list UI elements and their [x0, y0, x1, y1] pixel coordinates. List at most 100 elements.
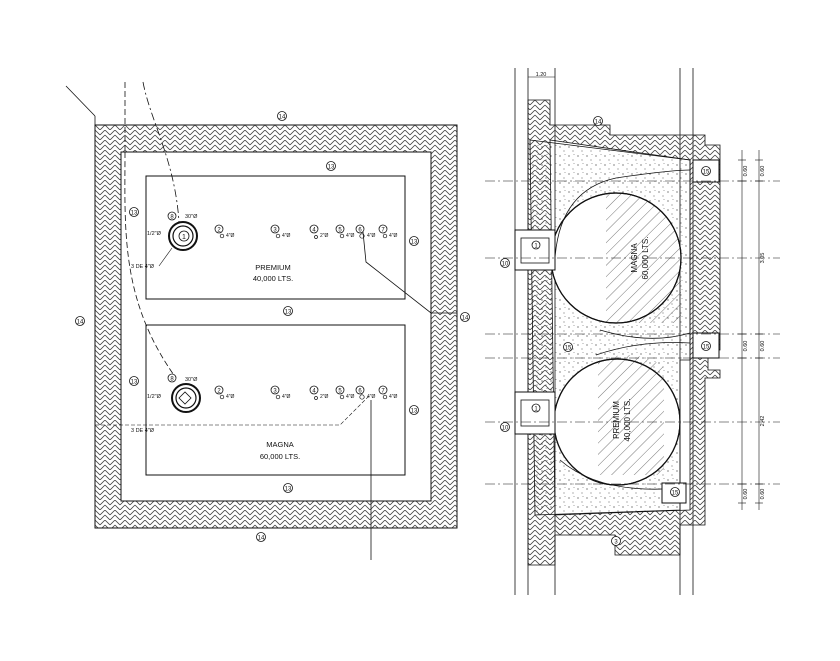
svg-text:30"Ø: 30"Ø: [185, 214, 198, 220]
svg-text:0.60: 0.60: [743, 341, 749, 352]
plan-label-outer-left: 14: [75, 316, 85, 326]
section-label-anchor-bottom: 15: [670, 487, 680, 497]
svg-text:4"Ø: 4"Ø: [346, 233, 355, 239]
svg-text:2"Ø: 2"Ø: [320, 394, 329, 400]
svg-text:14: 14: [462, 316, 469, 322]
svg-text:4"Ø: 4"Ø: [282, 394, 291, 400]
plan-label-liner-right-2: 13: [409, 405, 419, 415]
plan-label-liner-top: 13: [326, 161, 336, 171]
svg-text:40,000 LTS.: 40,000 LTS.: [623, 399, 632, 442]
svg-text:PREMIUM: PREMIUM: [255, 263, 290, 272]
svg-text:13: 13: [328, 165, 335, 171]
svg-text:MAGNA: MAGNA: [630, 243, 639, 273]
section-label-left-a: 10: [500, 258, 510, 268]
section-label-base: 3: [611, 536, 621, 546]
svg-text:60,000 LTS.: 60,000 LTS.: [260, 452, 300, 461]
section-riser-top: 1: [514, 229, 556, 271]
svg-text:0.60: 0.60: [760, 489, 766, 500]
plan-outer-wall: [94, 124, 458, 529]
plan-leader-14: [362, 231, 457, 314]
plan-label-liner-bottom: 13: [283, 483, 293, 493]
svg-text:0.60: 0.60: [743, 166, 749, 177]
svg-text:15: 15: [703, 170, 710, 176]
plan-pipe-route-2: [142, 81, 180, 223]
section-label-mid: 15: [563, 342, 573, 352]
svg-text:2: 2: [217, 228, 221, 234]
plan-pipe-route-3: [95, 394, 371, 426]
svg-text:1/2"Ø: 1/2"Ø: [147, 231, 162, 237]
plan-fittings-premium: 2 4"Ø 3 4"Ø 4 2"Ø 5 4"Ø 6 4"Ø 7 4"Ø: [214, 224, 398, 239]
svg-text:15: 15: [672, 491, 679, 497]
svg-text:3 DE 4"Ø: 3 DE 4"Ø: [131, 264, 155, 270]
svg-text:1: 1: [534, 407, 538, 413]
svg-text:4"Ø: 4"Ø: [226, 233, 235, 239]
plan-label-outer-top: 14: [277, 111, 287, 121]
svg-text:8: 8: [170, 377, 174, 383]
plan-view: 14 14 14 14 13 13 13 13: [65, 81, 470, 560]
svg-text:8: 8: [170, 215, 174, 221]
plan-manhole-premium: 1 8 30"Ø 1/2"Ø 3 DE 4"Ø: [131, 211, 198, 270]
svg-text:4"Ø: 4"Ø: [346, 394, 355, 400]
svg-text:3: 3: [273, 389, 277, 395]
svg-text:4"Ø: 4"Ø: [367, 233, 376, 239]
svg-text:10: 10: [502, 426, 509, 432]
section-view: 1.20 MAGNA 60,000 LTS. PREMIUM 40,000 LT…: [485, 68, 780, 595]
svg-text:3.05: 3.05: [760, 253, 766, 264]
svg-text:15: 15: [565, 346, 572, 352]
svg-text:4: 4: [312, 228, 316, 234]
svg-text:PREMIUM: PREMIUM: [612, 401, 621, 439]
svg-text:7: 7: [381, 228, 385, 234]
section-dim-values: 0.60 0.60 3.05 0.60 0.60 2.42 0.60 0.60: [743, 166, 766, 500]
svg-text:1: 1: [182, 234, 186, 241]
svg-text:MAGNA: MAGNA: [266, 440, 294, 449]
plan-manhole-magna: 8 30"Ø 1/2"Ø 3 DE 4"Ø: [131, 373, 201, 434]
section-label-anchor-mid: 15: [701, 341, 711, 351]
svg-text:6: 6: [358, 389, 362, 395]
svg-text:14: 14: [595, 120, 602, 126]
svg-text:5: 5: [338, 228, 342, 234]
svg-text:13: 13: [411, 409, 418, 415]
svg-text:13: 13: [131, 380, 138, 386]
plan-label-liner-mid: 13: [283, 306, 293, 316]
plan-label-liner-left-1: 13: [129, 207, 139, 217]
plan-tank-magna-label: MAGNA 60,000 LTS.: [260, 440, 300, 461]
svg-text:13: 13: [131, 211, 138, 217]
svg-text:4"Ø: 4"Ø: [282, 233, 291, 239]
plan-tank-premium-label: PREMIUM 40,000 LTS.: [253, 263, 293, 283]
plan-label-liner-left-2: 13: [129, 376, 139, 386]
svg-text:60,000 LTS.: 60,000 LTS.: [641, 237, 650, 280]
svg-text:5: 5: [338, 389, 342, 395]
svg-text:2: 2: [217, 389, 221, 395]
section-label-left-b: 10: [500, 422, 510, 432]
plan-pipe-route-1: [124, 82, 177, 379]
svg-text:4"Ø: 4"Ø: [389, 233, 398, 239]
svg-text:4"Ø: 4"Ø: [226, 394, 235, 400]
svg-text:2.42: 2.42: [760, 416, 766, 427]
svg-text:4"Ø: 4"Ø: [389, 394, 398, 400]
svg-text:14: 14: [279, 115, 286, 121]
svg-text:2"Ø: 2"Ø: [320, 233, 329, 239]
section-label-fill: 14: [593, 116, 603, 126]
plan-fittings-magna: 2 4"Ø 3 4"Ø 4 2"Ø 5 4"Ø 6 4"Ø 7 4"Ø: [214, 385, 398, 400]
svg-text:1: 1: [534, 244, 538, 250]
svg-text:4"Ø: 4"Ø: [367, 394, 376, 400]
section-riser-bottom: 1: [514, 391, 556, 435]
plan-label-outer-bottom: 14: [256, 532, 266, 542]
svg-text:13: 13: [285, 487, 292, 493]
section-center-lines: [485, 180, 780, 485]
svg-text:13: 13: [411, 240, 418, 246]
svg-text:3: 3: [614, 540, 618, 546]
svg-text:0.60: 0.60: [760, 166, 766, 177]
svg-text:14: 14: [258, 536, 265, 542]
svg-text:7: 7: [381, 389, 385, 395]
svg-text:13: 13: [285, 310, 292, 316]
svg-text:0.60: 0.60: [743, 489, 749, 500]
svg-text:14: 14: [77, 320, 84, 326]
svg-text:3: 3: [273, 228, 277, 234]
svg-text:1/2"Ø: 1/2"Ø: [147, 394, 162, 400]
section-top-dim: 1.20: [536, 72, 547, 78]
svg-text:15: 15: [703, 345, 710, 351]
svg-text:40,000 LTS.: 40,000 LTS.: [253, 274, 293, 283]
svg-text:10: 10: [502, 262, 509, 268]
